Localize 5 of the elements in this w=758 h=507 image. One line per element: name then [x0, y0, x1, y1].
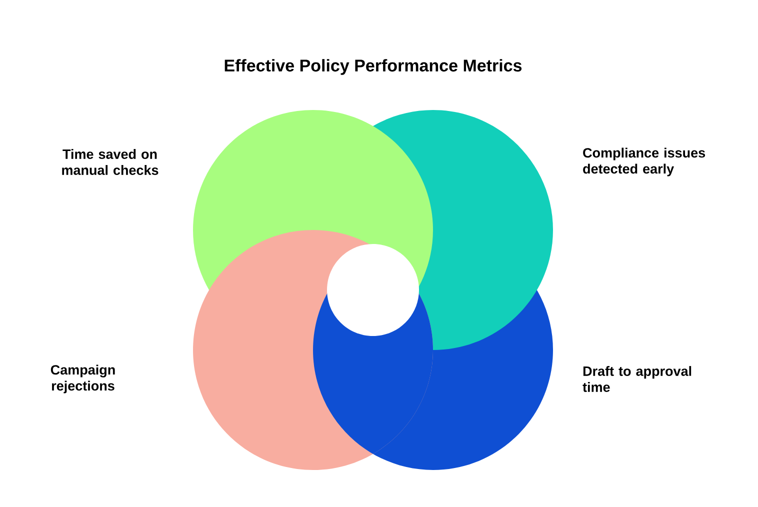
- circle-label: Compliance issues detected early: [583, 148, 706, 176]
- title: Effective Policy Performance Metrics: [224, 59, 522, 75]
- circle-label: Time saved on manual checks: [62, 149, 158, 175]
- circle-label: Campaign rejections: [50, 364, 115, 394]
- circle-label: Draft to approval time: [582, 366, 692, 392]
